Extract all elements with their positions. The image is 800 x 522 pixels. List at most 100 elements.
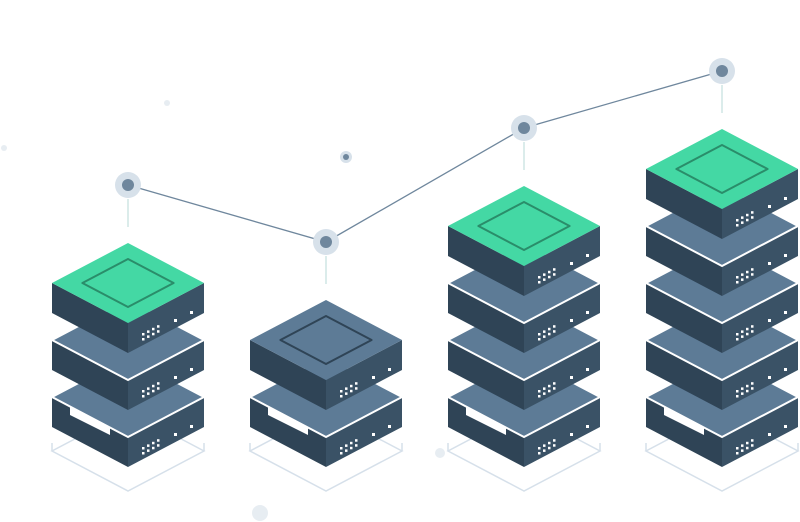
status-light-icon — [784, 368, 787, 371]
vent-dot — [152, 389, 155, 393]
status-light-icon — [570, 433, 573, 436]
vent-dot — [543, 444, 546, 447]
vent-dot — [548, 446, 551, 450]
background-dot-core — [343, 154, 349, 160]
vent-dot — [538, 452, 541, 455]
vent-dot — [751, 268, 754, 271]
vent-dot — [751, 216, 754, 219]
status-light-icon — [768, 262, 771, 265]
server-top-face — [250, 300, 402, 380]
vent-dot — [142, 447, 145, 450]
status-light-icon — [372, 376, 375, 379]
status-light-icon — [768, 319, 771, 322]
vent-dot — [543, 392, 546, 395]
label-bar — [466, 407, 506, 435]
vent-dot — [355, 382, 358, 385]
vent-dot — [746, 218, 749, 222]
status-light-icon — [372, 433, 375, 436]
vent-dot — [736, 276, 739, 279]
vent-dot — [538, 281, 541, 284]
vent-dot — [741, 392, 744, 395]
vent-dot — [553, 444, 556, 447]
vent-dot — [147, 335, 150, 338]
vent-dot — [741, 273, 744, 276]
vent-dot — [543, 335, 546, 338]
server-unit — [250, 300, 402, 410]
server-side-left — [250, 340, 326, 410]
status-light-icon — [586, 425, 589, 428]
vent-dot — [142, 333, 145, 336]
vent-dot — [548, 275, 551, 279]
vent-dot — [152, 446, 155, 450]
status-light-icon — [768, 433, 771, 436]
background-dot — [164, 100, 170, 106]
label-bar — [664, 407, 704, 435]
status-light-icon — [190, 368, 193, 371]
vent-dot — [548, 332, 551, 336]
vent-dot — [147, 449, 150, 452]
status-light-icon — [388, 368, 391, 371]
server-stack — [445, 186, 603, 492]
circle-node-core — [122, 179, 134, 191]
status-light-icon — [174, 376, 177, 379]
vent-dot — [538, 276, 541, 279]
server-top-inset — [81, 258, 175, 308]
status-light-icon — [784, 311, 787, 314]
stack-base-edge — [447, 443, 601, 451]
vent-dot — [736, 333, 739, 336]
status-light-icon — [784, 197, 787, 200]
vent-dot — [746, 213, 749, 217]
vent-dot — [553, 330, 556, 333]
vent-dot — [152, 332, 155, 336]
server-side-left — [52, 283, 128, 353]
vent-dot — [157, 387, 160, 390]
server-top-face — [52, 243, 204, 323]
vent-dot — [543, 387, 546, 390]
vent-dot — [548, 270, 551, 274]
vent-dot — [746, 389, 749, 393]
vent-dot — [751, 273, 754, 276]
vent-dot — [345, 387, 348, 390]
vent-dot — [746, 270, 749, 274]
server-side-left — [448, 283, 524, 353]
status-light-icon — [586, 254, 589, 257]
vent-dot — [147, 444, 150, 447]
vent-dot — [350, 389, 353, 393]
trend-line — [127, 70, 723, 243]
vent-dot — [147, 330, 150, 333]
vent-dot — [152, 384, 155, 388]
stack-base-edge — [51, 443, 205, 451]
vent-dot — [751, 387, 754, 390]
status-light-icon — [190, 425, 193, 428]
vent-dot — [751, 325, 754, 328]
server-side-left — [448, 226, 524, 296]
vent-dot — [157, 439, 160, 442]
server-top-face — [448, 186, 600, 266]
vent-dot — [157, 382, 160, 385]
vent-dot — [746, 327, 749, 331]
vent-dot — [345, 444, 348, 447]
status-light-icon — [768, 205, 771, 208]
status-light-icon — [784, 425, 787, 428]
vent-dot — [157, 330, 160, 333]
vent-dot — [741, 278, 744, 281]
vent-dot — [741, 330, 744, 333]
status-light-icon — [570, 319, 573, 322]
vent-dot — [152, 327, 155, 331]
server-top-inset — [279, 315, 373, 365]
vent-dot — [751, 211, 754, 214]
status-light-icon — [570, 376, 573, 379]
vent-dot — [553, 382, 556, 385]
status-light-icon — [586, 368, 589, 371]
stack-base-edge — [249, 443, 403, 451]
vent-dot — [355, 387, 358, 390]
vent-dot — [157, 444, 160, 447]
vent-dot — [736, 281, 739, 284]
vent-dot — [340, 447, 343, 450]
server-side-left — [646, 226, 722, 296]
vent-dot — [548, 389, 551, 393]
server-stack — [49, 243, 207, 492]
vent-dot — [345, 449, 348, 452]
